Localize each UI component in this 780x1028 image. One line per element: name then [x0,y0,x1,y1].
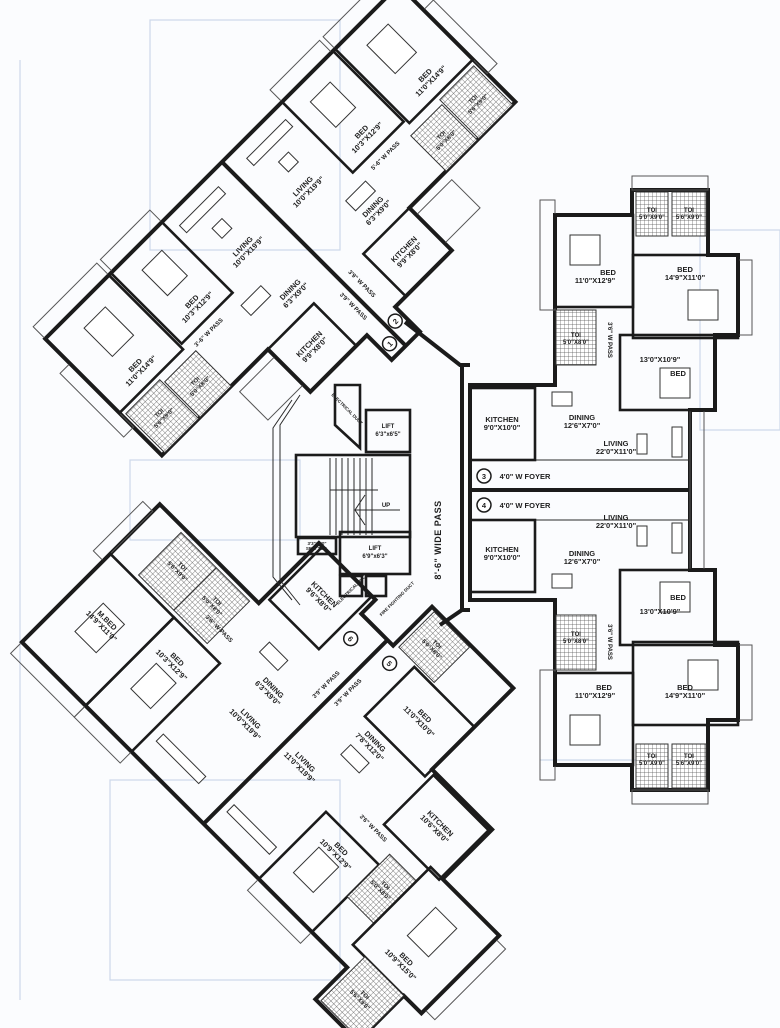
room-label-kitchen: KITCHEN9'9"X8'0" [294,329,330,365]
stair-up-label: UP [382,503,390,509]
stair-treads [329,458,400,535]
room-label-bed: BED11'0"X14'9" [408,58,449,99]
room-label-kitchen: KITCHEN9'9"X8'0" [389,234,425,270]
corridor-label: 8'-6" WIDE PASS [433,500,443,579]
unit-number: 3 [482,472,486,481]
entry-pass-label: 3'9" W PASS [312,670,342,700]
entry-pass-label: 3'9" W PASS [334,678,364,708]
pass-label: 3'6" W PASS [606,322,612,358]
unit-6: M.BED14'9"X11'0" BED10'3"X12'9" LIVING10… [20,531,374,785]
room-label-dining: DINING6'3"X9'0" [276,275,311,310]
wing-units-5-6: M.BED14'9"X11'0" BED10'3"X12'9" LIVING10… [9,500,517,1028]
room-label-bed: 13'0"X10'9"BED [640,355,687,378]
room-label-kitchen: KITCHEN9'6"X8'0" [304,579,340,615]
room-label-bed: BED10'3"X12'9" [174,284,215,325]
foyer-label: 4'0" W FOYER [500,501,551,510]
room-label-bed: BED11'0"X14'9" [118,348,159,389]
unit-number-badge [476,468,492,484]
unit-2: LIVING10'0"X19'9" DINING6'3"X9'0" BED10'… [246,0,514,329]
pass-label: 3'6" W PASS [606,624,612,660]
room-label-living: LIVING10'0"X19'9" [225,229,266,270]
unit-number: 4 [482,501,487,510]
fire-fighting-duct-label: FIRE FIGHTING DUCT [379,580,416,617]
lift-a [364,408,412,454]
unit-number-badge [342,630,359,647]
pass-label: 3'6" W PASS [358,814,388,844]
room-label-dining: DINING6'3"X9'0" [253,673,288,708]
unit-1: LIVING10'0"X19'9" DINING6'3"X9'0" BED10'… [43,186,398,454]
wing-units-1-2: LIVING10'0"X19'9" DINING6'3"X9'0" BED10'… [32,0,519,459]
foyer-label: 4'0" W FOYER [500,472,551,481]
background-watermark [19,19,780,1000]
entry-pass-label: 3'9" W PASS [346,270,376,300]
room-label-kitchen: KITCHEN10'6"X8'0" [418,807,456,845]
room-label-living: LIVING10'0"X19'9" [285,168,326,209]
unit-number-badge [381,335,398,352]
unit-number-badge [387,313,403,329]
lift-b [338,530,412,576]
pass-label: 5'-6" W PASS [371,141,402,172]
service-room [296,536,338,556]
room-label-living: LIVING11'0"X19'9" [282,745,323,786]
room-label-bed: BED11'0"X10'0" [402,699,443,740]
unit-number: 2 [391,317,400,326]
entry-pass-label: 3'9" W PASS [338,292,368,322]
stair [294,453,412,539]
pass-label: 3'-6" W PASS [194,318,225,349]
unit-number-badge [381,655,398,672]
unit-5: LIVING11'0"X19'9" DINING7'8"X12'0" BED11… [226,611,502,1028]
unit-number: 5 [385,659,394,668]
room-label-living: LIVING10'0"X19'9" [227,701,268,742]
unit-number-badge [476,497,492,513]
room-label-bed: BED10'9"X15'0" [383,942,424,983]
unit-number: 6 [346,634,355,643]
service-room-label: 3'3"x5'0"SER. TDR. [306,541,328,551]
unit-number: 1 [385,339,394,348]
room-label-bed: BED10'3"X12'9" [344,114,385,155]
